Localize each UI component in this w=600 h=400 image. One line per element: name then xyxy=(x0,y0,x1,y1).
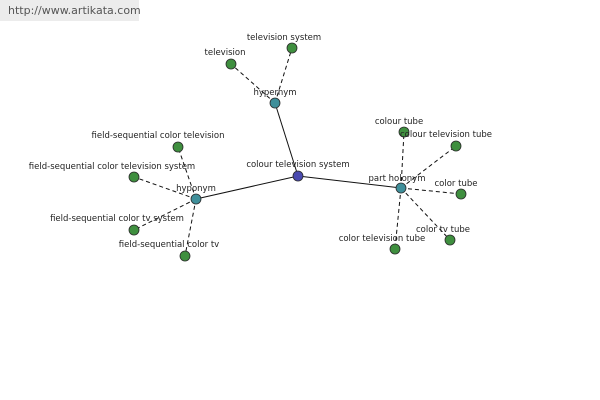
term-node-color-tube[interactable] xyxy=(455,188,467,200)
edge-part-holonym-t-color-television-tube xyxy=(394,187,402,250)
term-label-color-television-tube: color television tube xyxy=(339,234,426,244)
term-node-color-tv-tube[interactable] xyxy=(444,234,456,246)
center-node[interactable] xyxy=(292,170,304,182)
nodes-layer xyxy=(128,42,467,262)
term-node-colour-television-tube[interactable] xyxy=(450,140,462,152)
relation-label-hyponym: hyponym xyxy=(176,184,216,194)
labels-layer: colour television system hypernym hyponym p… xyxy=(29,33,492,250)
term-label-color-tv-tube: color tv tube xyxy=(416,225,470,235)
relation-node-hypernym[interactable] xyxy=(269,97,281,109)
term-node-television[interactable] xyxy=(225,58,237,70)
center-label: colour television system xyxy=(246,160,349,170)
term-node-fs-color-television[interactable] xyxy=(172,141,184,153)
edge-hyponym-t-fs-color-television-system xyxy=(133,176,197,200)
edge-hyponym-t-fs-color-tv-system xyxy=(133,198,197,231)
relation-label-hypernym: hypernym xyxy=(253,88,296,98)
term-label-fs-color-tv: field-sequential color tv xyxy=(119,240,219,250)
edge-part-holonym-t-color-tube xyxy=(400,187,462,195)
term-label-fs-color-television: field-sequential color television xyxy=(92,131,225,141)
watermark-url: http://www.artikata.com xyxy=(0,0,141,21)
edge-hyponym-t-fs-color-television xyxy=(177,146,197,200)
term-node-color-television-tube[interactable] xyxy=(389,243,401,255)
term-node-fs-color-tv-system[interactable] xyxy=(128,224,140,236)
term-node-fs-color-television-system[interactable] xyxy=(128,171,140,183)
edge-part-holonym-t-color-tv-tube xyxy=(400,187,451,241)
edge-hyponym-t-fs-color-tv xyxy=(184,198,197,257)
term-node-television-system[interactable] xyxy=(286,42,298,54)
edges-layer xyxy=(133,47,462,257)
relation-node-part-holonym[interactable] xyxy=(395,182,407,194)
edge-part-holonym-t-colour-tube xyxy=(400,131,405,189)
term-label-colour-tube: colour tube xyxy=(375,117,423,127)
edge-center-hypernym xyxy=(274,102,299,177)
edge-hypernym-t-television xyxy=(230,63,276,104)
edge-center-hyponym xyxy=(195,175,299,200)
edge-part-holonym-t-colour-television-tube xyxy=(400,145,457,189)
term-label-fs-color-television-system: field-sequential color television system xyxy=(29,162,195,172)
edge-center-part-holonym xyxy=(297,175,402,189)
term-label-color-tube: color tube xyxy=(435,179,478,189)
term-node-colour-tube[interactable] xyxy=(398,126,410,138)
term-label-television-system: television system xyxy=(247,33,321,43)
term-label-television: television xyxy=(205,48,246,58)
relation-label-part-holonym: part holonym xyxy=(369,174,426,184)
term-node-fs-color-tv[interactable] xyxy=(179,250,191,262)
relation-node-hyponym[interactable] xyxy=(190,193,202,205)
term-label-colour-television-tube: colour television tube xyxy=(400,130,492,140)
edge-hypernym-t-television-system xyxy=(274,47,293,104)
term-label-fs-color-tv-system: field-sequential color tv system xyxy=(50,214,184,224)
